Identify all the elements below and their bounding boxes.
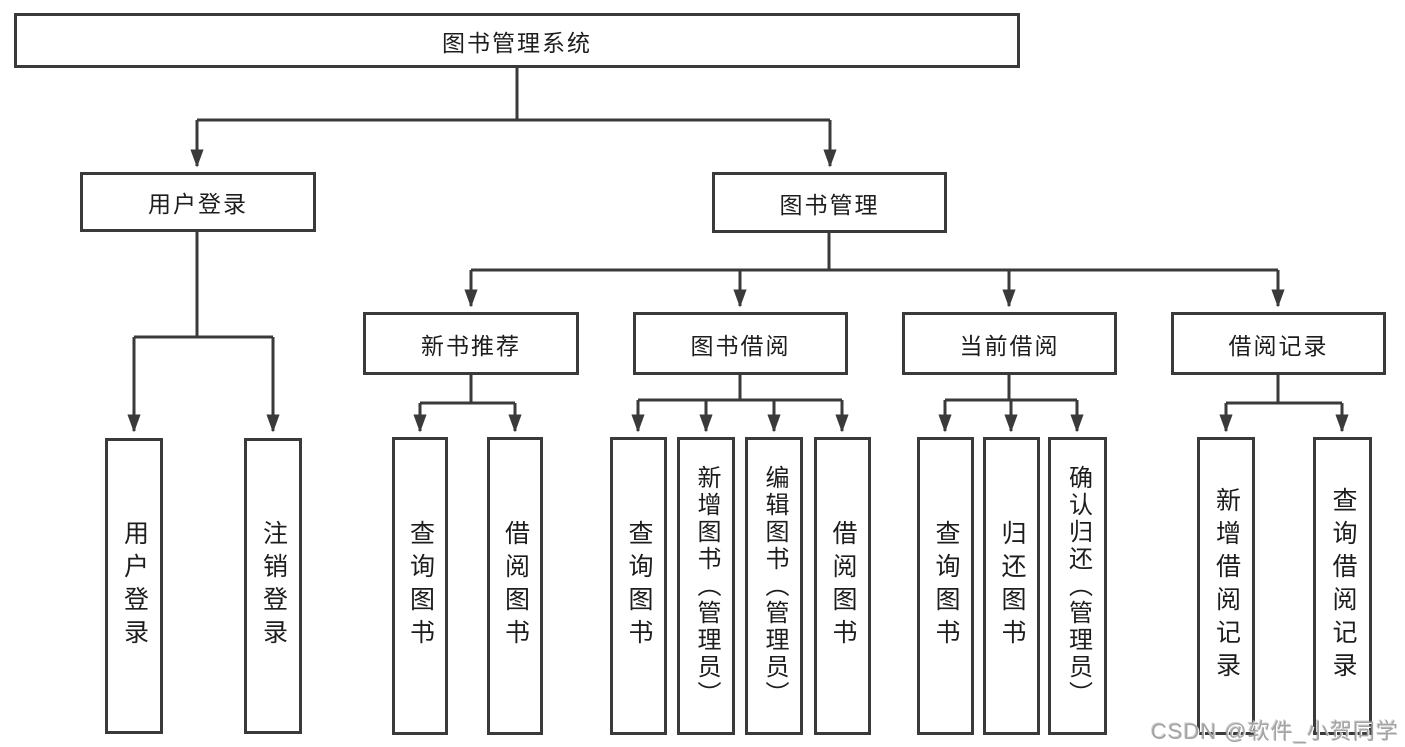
node-cb-query-books-label: 查询图书 [932,520,960,652]
node-current-borrow-label: 当前借阅 [959,332,1060,359]
node-br-add-record: 新增借阅记录 [1197,437,1255,735]
node-rec-borrow-books: 借阅图书 [487,437,543,735]
node-bb-borrow-books: 借阅图书 [814,437,871,735]
node-bb-borrow-books-label: 借阅图书 [829,520,857,652]
node-cb-confirm-return-admin-label: 确认归还（管理员） [1064,464,1092,708]
node-user-login-label: 用户登录 [148,191,248,217]
node-logout-leaf: 注销登录 [244,438,302,734]
node-br-query-record-label: 查询借阅记录 [1329,487,1357,685]
node-rec-query-books: 查询图书 [392,437,448,735]
node-new-book-rec-label: 新书推荐 [421,332,521,359]
node-bb-add-books-admin-label: 新增图书（管理员） [693,464,720,708]
node-cb-query-books: 查询图书 [917,437,974,735]
node-user-login: 用户登录 [80,172,316,232]
node-borrow-record: 借阅记录 [1171,312,1386,375]
node-bb-edit-books-admin: 编辑图书（管理员） [745,437,803,735]
node-logout-leaf-label: 注销登录 [259,520,288,652]
node-current-borrow: 当前借阅 [902,312,1117,375]
csdn-watermark: CSDN @软件_小贺同学 [1150,719,1399,744]
node-cb-return-books-label: 归还图书 [998,520,1026,652]
node-br-add-record-label: 新增借阅记录 [1212,487,1241,685]
node-user-login-leaf: 用户登录 [105,438,163,734]
node-new-book-rec: 新书推荐 [363,312,579,375]
node-rec-query-books-label: 查询图书 [406,520,435,652]
node-bb-query-books-label: 查询图书 [625,520,653,652]
node-book-borrow: 图书借阅 [633,312,848,375]
node-book-mgmt: 图书管理 [712,172,947,233]
node-bb-query-books: 查询图书 [610,437,667,735]
node-cb-return-books: 归还图书 [983,437,1040,735]
node-library-system: 图书管理系统 [14,13,1020,68]
node-cb-confirm-return-admin: 确认归还（管理员） [1048,437,1107,735]
node-bb-add-books-admin: 新增图书（管理员） [677,437,735,735]
node-book-borrow-label: 图书借阅 [690,332,791,359]
node-user-login-leaf-label: 用户登录 [120,520,149,652]
node-book-mgmt-label: 图书管理 [779,191,880,218]
node-library-system-label: 图书管理系统 [442,29,592,56]
node-borrow-record-label: 借阅记录 [1228,332,1329,359]
node-rec-borrow-books-label: 借阅图书 [501,520,530,652]
node-br-query-record: 查询借阅记录 [1313,437,1372,735]
node-bb-edit-books-admin-label: 编辑图书（管理员） [761,464,788,708]
